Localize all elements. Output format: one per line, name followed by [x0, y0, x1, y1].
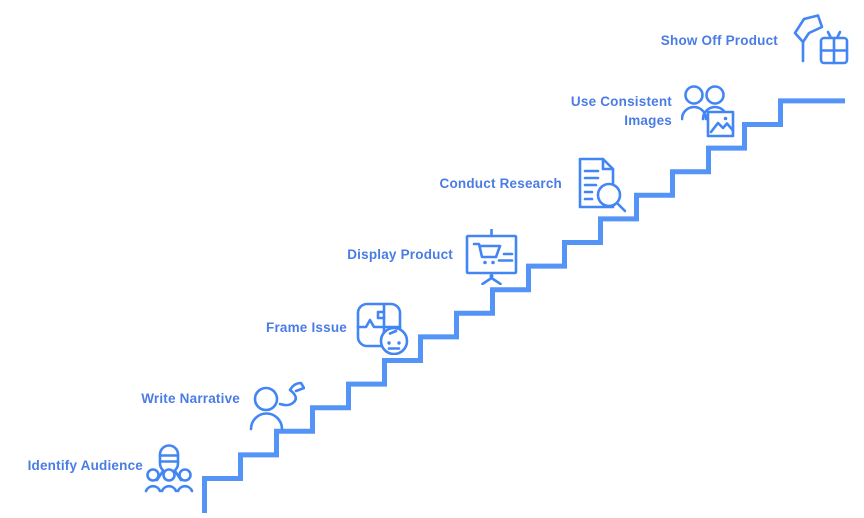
flag-gift-icon — [788, 13, 850, 67]
step-label-frame-issue: Frame Issue — [266, 320, 347, 335]
staircase-line — [202, 98, 845, 513]
document-search-icon — [574, 157, 628, 213]
step-label-identify-audience: Identify Audience — [27, 458, 143, 473]
step-label-conduct-research: Conduct Research — [439, 176, 562, 191]
step-label-use-consistent-images: Use Consistent Images — [570, 94, 672, 128]
audience-icon — [144, 444, 194, 494]
puzzle-confused-face-icon — [356, 300, 410, 355]
presentation-cart-icon — [463, 229, 520, 285]
step-label-show-off-product: Show Off Product — [660, 33, 778, 48]
step-label-display-product: Display Product — [347, 247, 453, 262]
person-writing-icon — [249, 371, 305, 431]
people-photo-icon — [681, 84, 735, 140]
step-label-write-narrative: Write Narrative — [141, 391, 240, 406]
